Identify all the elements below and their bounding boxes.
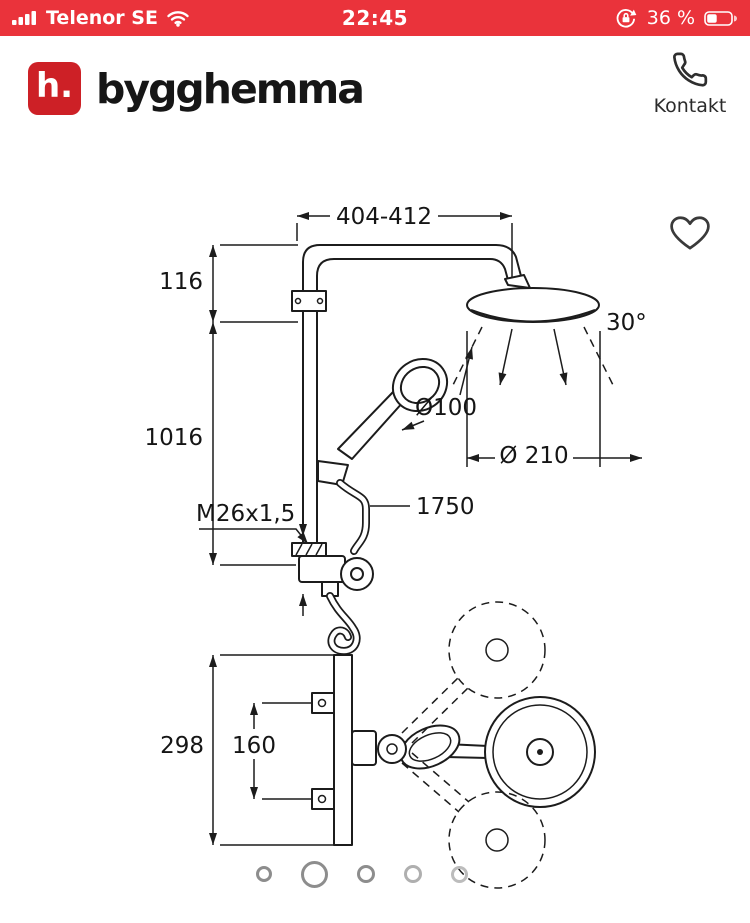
carousel-dot-2[interactable] bbox=[301, 860, 328, 888]
dim-top-width: 404-412 bbox=[296, 204, 513, 279]
carousel-dot-1[interactable] bbox=[256, 866, 272, 882]
top-view: 298 160 bbox=[160, 601, 596, 889]
carrier-label: Telenor SE bbox=[46, 7, 158, 29]
favorite-button[interactable] bbox=[662, 210, 718, 260]
battery-icon bbox=[704, 10, 738, 26]
dim-left-column: 116 1016 bbox=[144, 244, 298, 566]
carousel-dot-3[interactable] bbox=[357, 865, 375, 883]
wifi-icon bbox=[167, 11, 189, 27]
swivel-range-dashed bbox=[401, 601, 546, 889]
hand-shower: Ø100 bbox=[317, 346, 477, 486]
dim-1016-label: 1016 bbox=[144, 425, 203, 451]
dim-298-label: 298 bbox=[160, 733, 204, 759]
spray-angle-label: 30° bbox=[606, 310, 647, 336]
orientation-lock-icon bbox=[616, 9, 637, 28]
head-shower: 30° bbox=[451, 274, 647, 388]
brand-wordmark: bygghemma bbox=[96, 64, 365, 113]
contact-button[interactable]: Kontakt bbox=[644, 52, 736, 117]
heart-icon bbox=[670, 215, 710, 250]
dim-160-label: 160 bbox=[232, 733, 276, 759]
brand-logo[interactable]: h. bygghemma bbox=[28, 62, 365, 115]
brand-logo-mark: h. bbox=[28, 62, 81, 115]
cellular-signal-icon bbox=[12, 11, 36, 25]
contact-label: Kontakt bbox=[653, 95, 727, 117]
shower-hose: 1750 bbox=[336, 479, 475, 555]
hand-diameter-label: Ø100 bbox=[415, 395, 477, 421]
riser-and-arm bbox=[291, 244, 522, 543]
phone-icon bbox=[673, 52, 708, 87]
dim-head-diameter: Ø 210 bbox=[466, 331, 642, 469]
clock-label: 22:45 bbox=[341, 6, 409, 30]
head-diameter-label: Ø 210 bbox=[499, 443, 568, 469]
carousel-dot-5[interactable] bbox=[451, 865, 468, 883]
product-technical-drawing[interactable]: 404-412 116 1016 30° Ø 210 bbox=[0, 145, 750, 905]
thread-size-label: M26x1,5 bbox=[196, 501, 295, 527]
mixer-valve bbox=[291, 542, 374, 656]
hose-length-label: 1750 bbox=[416, 494, 475, 520]
battery-percent-label: 36 % bbox=[646, 7, 696, 29]
thread-callout: M26x1,5 bbox=[196, 501, 309, 616]
status-bar: Telenor SE 22:45 36 % bbox=[0, 0, 750, 36]
dim-top-width-label: 404-412 bbox=[336, 204, 432, 230]
carousel-dot-4[interactable] bbox=[404, 865, 422, 883]
app-header: h. bygghemma Kontakt bbox=[0, 36, 750, 145]
carousel-dots bbox=[256, 855, 468, 893]
dim-116-label: 116 bbox=[159, 269, 203, 295]
